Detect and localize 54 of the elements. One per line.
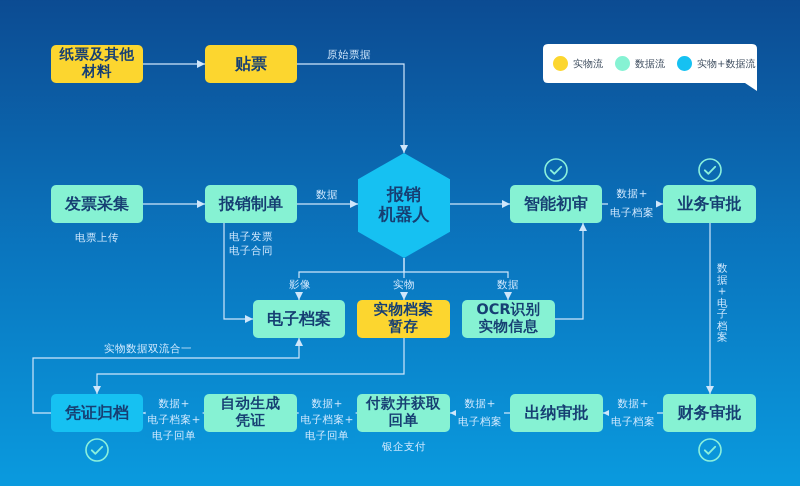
- process-box: [663, 185, 756, 223]
- node-label: 报销机器人: [378, 186, 430, 226]
- arrow: [297, 63, 408, 153]
- process-box: [357, 394, 450, 432]
- arrow: [555, 223, 587, 320]
- edge-label: 数据+电子档案: [716, 264, 728, 344]
- node-label: 纸票及其他材料: [59, 47, 135, 81]
- process-box: [663, 394, 756, 432]
- node-label: OCR识别实物信息: [476, 302, 542, 336]
- process-box: [253, 300, 345, 338]
- edge-label: 实物数据双流合一: [102, 342, 194, 356]
- edge-label: 电子发票电子合同: [227, 230, 275, 258]
- node-label: 付款并获取回单: [366, 396, 442, 430]
- node-label: 发票采集: [65, 194, 129, 214]
- node-label: 凭证归档: [65, 404, 129, 422]
- arrow: [706, 223, 714, 394]
- node-caption: 电票上传: [75, 231, 119, 245]
- node-label: 智能初审: [524, 194, 588, 214]
- node-label: 自动生成凭证: [220, 396, 280, 430]
- node-label: 实物档案暂存: [374, 302, 434, 336]
- legend-label: 实物流: [573, 58, 603, 70]
- node-label: 出纳审批: [524, 404, 588, 422]
- process-box: [51, 394, 143, 432]
- process-box: [204, 394, 297, 432]
- arrow: [403, 258, 512, 300]
- process-box: [462, 300, 555, 338]
- process-box: [205, 45, 297, 83]
- node-caption: 银企支付: [382, 440, 426, 454]
- process-hexagon: [358, 153, 450, 258]
- edge-label: 实物: [391, 278, 417, 292]
- node-label: 业务审批: [678, 194, 742, 214]
- process-box: [357, 300, 450, 338]
- process-box: [510, 185, 602, 223]
- edge-label: 影像: [287, 278, 313, 292]
- arrow: [143, 200, 205, 208]
- legend-label: 实物+数据流: [697, 58, 756, 70]
- process-box: [205, 185, 297, 223]
- node-label: 贴票: [235, 54, 267, 74]
- arrow: [297, 200, 358, 208]
- node-label: 报销制单: [219, 194, 283, 214]
- process-box: [51, 185, 143, 223]
- node-label: 电子档案: [267, 310, 331, 328]
- arrow: [450, 200, 510, 208]
- legend-label: 数据流: [635, 58, 665, 70]
- edge-label: 原始票据: [325, 48, 373, 62]
- node-label: 财务审批: [678, 404, 742, 422]
- arrow: [93, 338, 405, 394]
- edge-label: 数据: [495, 278, 521, 292]
- edge-label: 数据: [314, 188, 340, 202]
- arrow: [143, 60, 205, 68]
- arrow: [223, 223, 253, 323]
- process-box: [51, 45, 143, 83]
- arrow: [32, 338, 303, 414]
- process-box: [510, 394, 603, 432]
